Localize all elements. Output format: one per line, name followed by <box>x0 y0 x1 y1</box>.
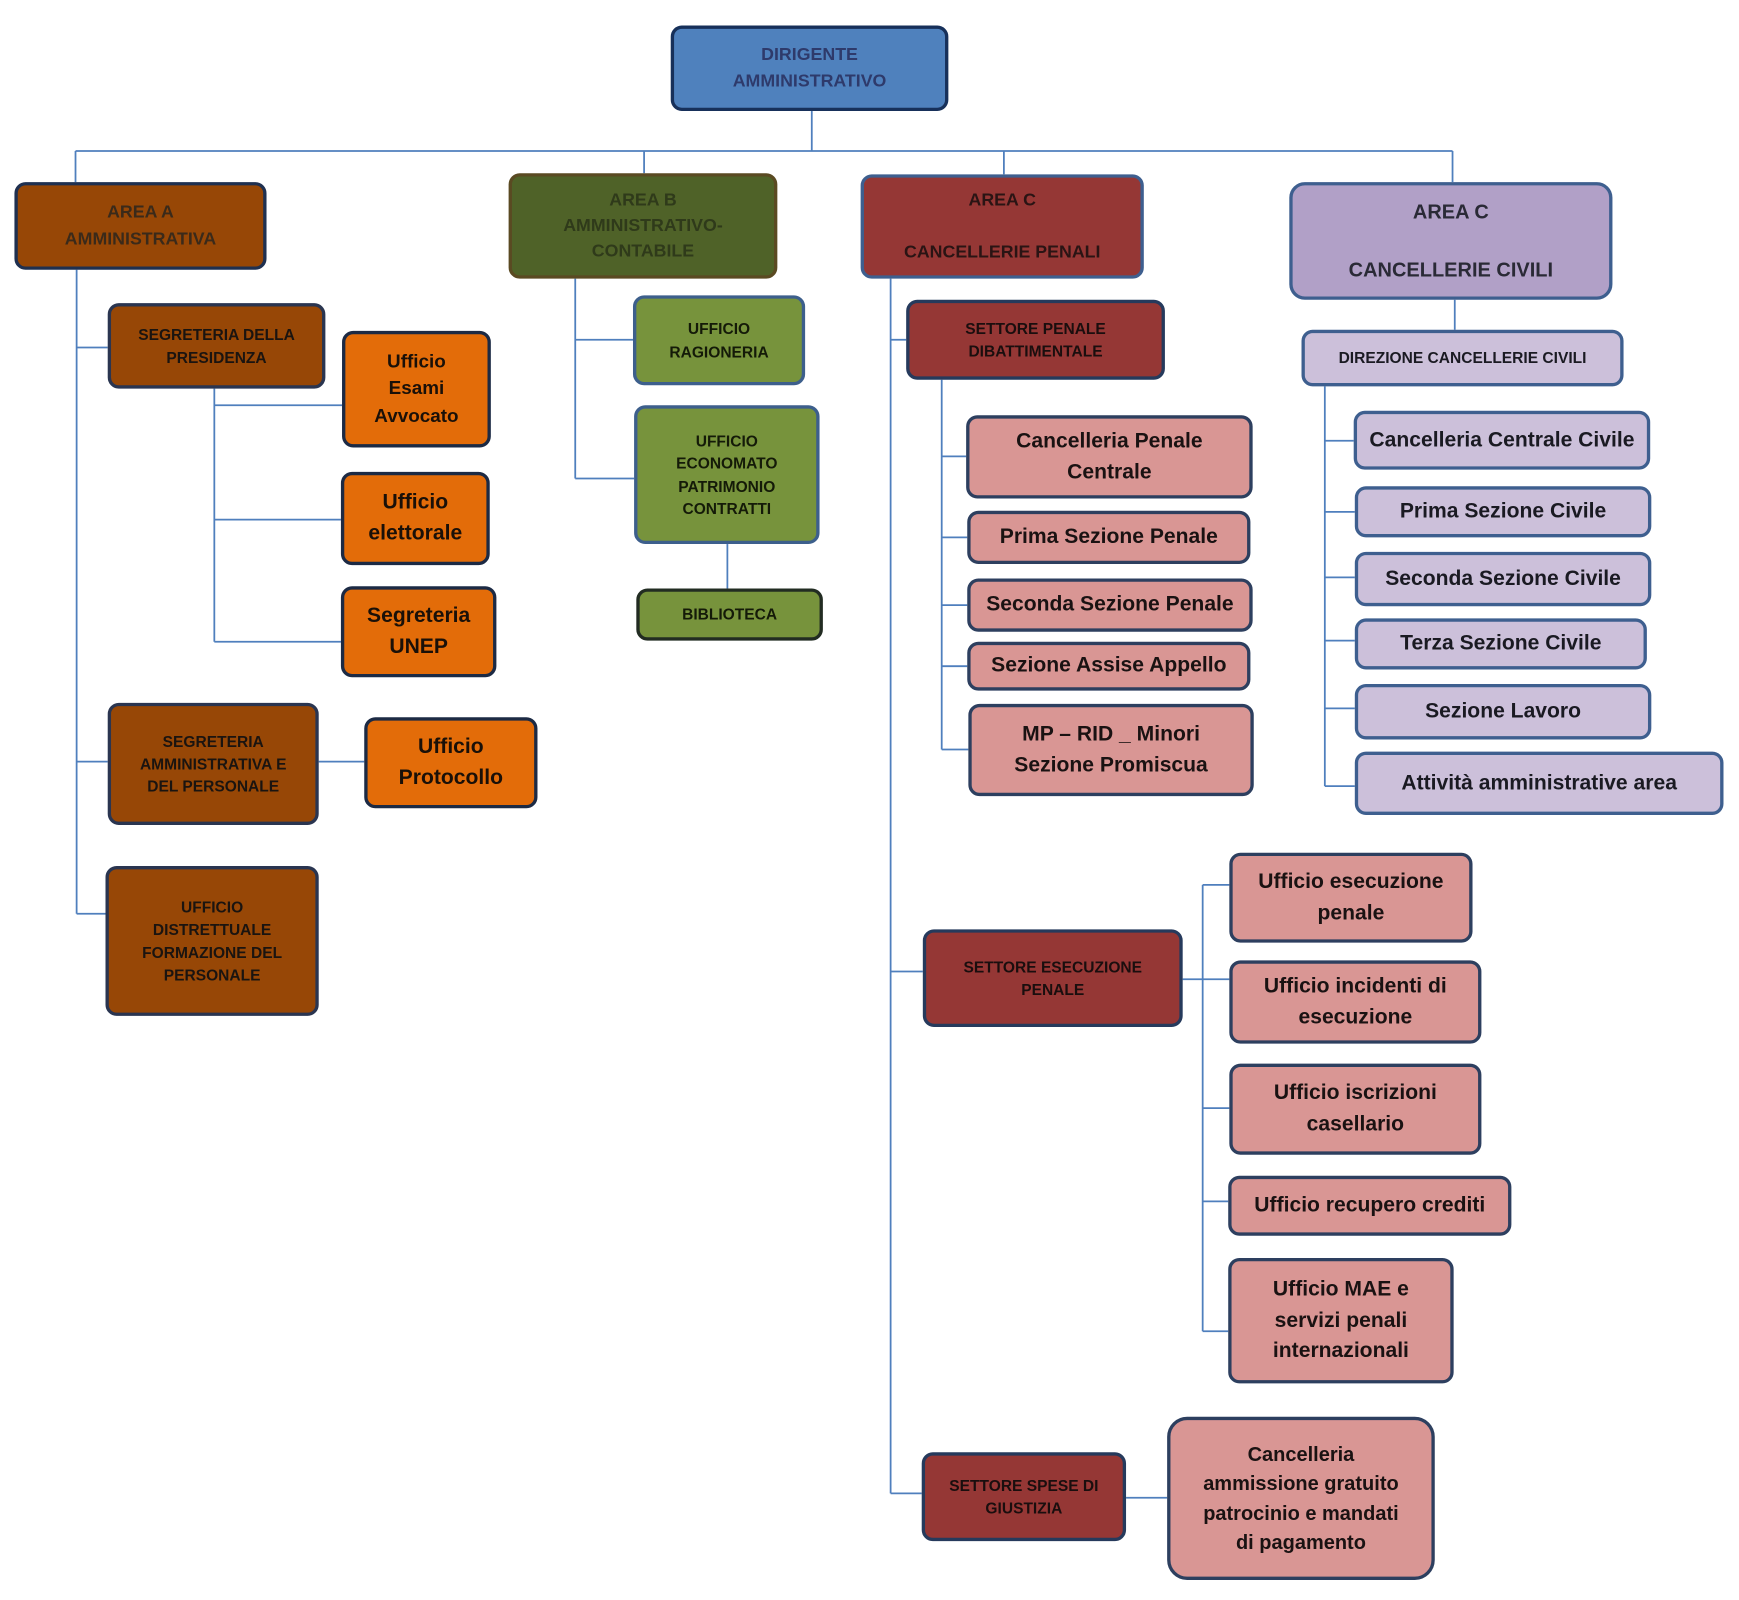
segreteria-amministrativa-box: SEGRETERIA AMMINISTRATIVA E DEL PERSONAL… <box>107 702 319 825</box>
cancelleria-penale-centrale-box: Cancelleria Penale Centrale <box>966 415 1253 499</box>
ufficio-incidenti-esecuzione-box: Ufficio incidenti di esecuzione <box>1229 960 1482 1044</box>
mp-rid-minori-box: MP – RID _ Minori Sezione Promiscua <box>968 703 1254 797</box>
biblioteca-box: BIBLIOTECA <box>636 588 823 641</box>
area-c-cancellerie-penali-box: AREA C CANCELLERIE PENALI <box>860 174 1144 279</box>
area-a-box: AREA A AMMINISTRATIVA <box>14 182 267 270</box>
attivita-amministrative-area-box: Attività amministrative area <box>1354 751 1724 815</box>
ufficio-ragioneria-box: UFFICIO RAGIONERIA <box>632 295 806 386</box>
settore-esecuzione-penale-box: SETTORE ESECUZIONE PENALE <box>922 929 1183 1028</box>
cancelleria-gratuito-patrocinio-box: Cancelleria ammissione gratuito patrocin… <box>1167 1416 1435 1580</box>
dirigente-amministrativo-box: DIRIGENTE AMMINISTRATIVO <box>670 25 949 112</box>
ufficio-recupero-crediti-box: Ufficio recupero crediti <box>1228 1175 1512 1236</box>
ufficio-protocollo-box: Ufficio Protocollo <box>364 717 538 809</box>
ufficio-mae-box: Ufficio MAE e servizi penali internazion… <box>1228 1257 1454 1384</box>
sezione-assise-appello-box: Sezione Assise Appello <box>967 641 1251 691</box>
ufficio-elettorale-box: Ufficio elettorale <box>340 471 490 566</box>
direzione-cancellerie-civili-box: DIREZIONE CANCELLERIE CIVILI <box>1301 329 1624 387</box>
ufficio-formazione-box: UFFICIO DISTRETTUALE FORMAZIONE DEL PERS… <box>105 866 319 1016</box>
settore-spese-giustizia-box: SETTORE SPESE DI GIUSTIZIA <box>921 1452 1127 1542</box>
settore-penale-dibattimentale-box: SETTORE PENALE DIBATTIMENTALE <box>906 299 1165 380</box>
cancelleria-centrale-civile-box: Cancelleria Centrale Civile <box>1353 410 1651 470</box>
segreteria-presidenza-box: SEGRETERIA DELLA PRESIDENZA <box>107 303 326 389</box>
ufficio-esecuzione-penale-box: Ufficio esecuzione penale <box>1229 852 1473 943</box>
area-b-box: AREA B AMMINISTRATIVO- CONTABILE <box>508 173 778 279</box>
prima-sezione-civile-box: Prima Sezione Civile <box>1354 486 1652 538</box>
ufficio-iscrizioni-casellario-box: Ufficio iscrizioni casellario <box>1229 1063 1482 1155</box>
ufficio-esami-avvocato-box: Ufficio Esami Avvocato <box>342 330 491 448</box>
seconda-sezione-civile-box: Seconda Sezione Civile <box>1354 551 1652 607</box>
area-c-cancellerie-civili-box: AREA C CANCELLERIE CIVILI <box>1289 182 1613 300</box>
prima-sezione-penale-box: Prima Sezione Penale <box>967 510 1251 565</box>
seconda-sezione-penale-box: Seconda Sezione Penale <box>967 578 1253 632</box>
segreteria-unep-box: Segreteria UNEP <box>340 586 497 678</box>
terza-sezione-civile-box: Terza Sezione Civile <box>1354 618 1647 670</box>
sezione-lavoro-box: Sezione Lavoro <box>1354 683 1652 740</box>
ufficio-economato-box: UFFICIO ECONOMATO PATRIMONIO CONTRATTI <box>634 405 820 545</box>
